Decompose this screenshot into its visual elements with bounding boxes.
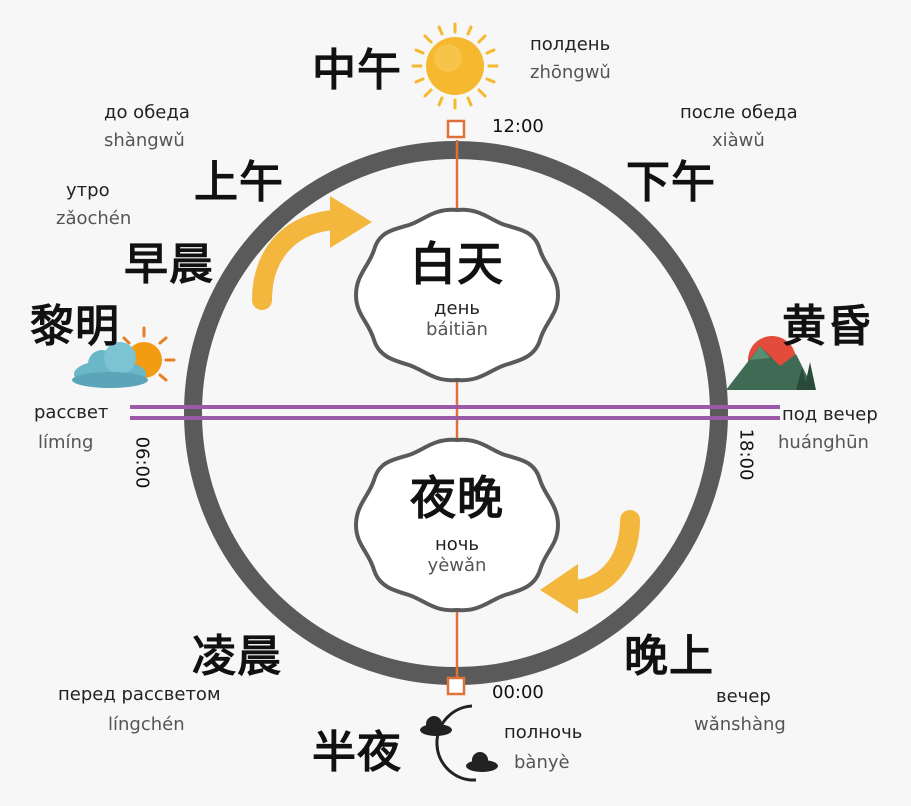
day-pinyin: báitiān (426, 319, 488, 340)
clockwise-arrow-upper (252, 196, 372, 310)
day-ru: день (434, 298, 480, 319)
dawn-zh: 黎明 (30, 301, 120, 352)
midnight-ru: полночь (504, 722, 583, 743)
midnight-marker (446, 676, 466, 696)
forenoon-zh: 上午 (194, 157, 284, 208)
sunrise-cloud-icon (72, 326, 176, 388)
day-label-group: 白天 день báitiān (357, 228, 557, 340)
dusk-time: 18:00 (735, 428, 757, 481)
clockwise-arrow-lower (540, 510, 640, 614)
noon-marker (446, 119, 466, 139)
night-zh: 夜晚 (410, 471, 504, 525)
dusk-ru: под вечер (782, 404, 878, 425)
morning-ru: утро (66, 180, 110, 201)
dawn-pinyin: límíng (38, 432, 94, 453)
moon-icon (420, 704, 498, 782)
mountain-sunset-icon (726, 336, 816, 390)
noon-pinyin: zhōngwǔ (530, 62, 611, 83)
evening-zh: 晚上 (624, 631, 714, 682)
day-badge (353, 207, 561, 383)
afternoon-pinyin: xiàwǔ (712, 130, 765, 151)
dawn-time: 06:00 (131, 436, 153, 489)
forenoon-ru: до обеда (104, 102, 190, 123)
before-dawn-pinyin: língchén (108, 714, 185, 735)
afternoon-zh: 下午 (626, 157, 716, 208)
night-badge (353, 437, 561, 613)
noon-ru: полдень (530, 34, 611, 55)
noon-zh: 中午 (312, 45, 402, 96)
evening-ru: вечер (716, 686, 771, 707)
midnight-pinyin: bànyè (514, 752, 570, 773)
before-dawn-ru: перед рассветом (58, 684, 221, 705)
evening-pinyin: wǎnshàng (694, 714, 786, 735)
morning-pinyin: zǎochén (56, 208, 132, 229)
sun-icon (411, 22, 499, 110)
dusk-pinyin: huánghūn (778, 432, 869, 453)
midnight-time: 00:00 (492, 682, 544, 703)
day-zh: 白天 (410, 237, 504, 291)
morning-zh: 早晨 (124, 239, 214, 290)
before-dawn-zh: 凌晨 (192, 631, 282, 682)
night-ru: ночь (434, 534, 480, 555)
night-pinyin: yèwǎn (427, 555, 487, 576)
noon-time: 12:00 (492, 116, 544, 137)
night-label-group: 夜晚 ночь yèwǎn (357, 462, 557, 576)
midnight-zh: 半夜 (312, 727, 402, 778)
afternoon-ru: после обеда (680, 102, 798, 123)
dawn-ru: рассвет (34, 402, 109, 423)
forenoon-pinyin: shàngwǔ (104, 130, 185, 151)
dusk-zh: 黄昏 (782, 301, 872, 352)
